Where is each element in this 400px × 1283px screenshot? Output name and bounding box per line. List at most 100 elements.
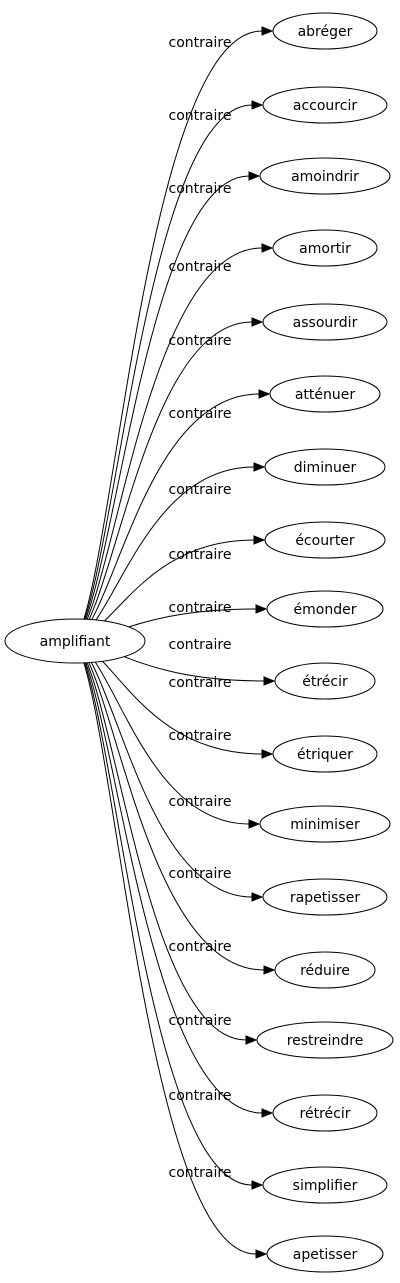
edge-arrowhead-3 [248,171,261,181]
edge-label-9: contraire [169,600,232,616]
target-node-ellipse [259,805,391,843]
edge-1 [74,30,263,642]
edge-16 [74,640,263,1114]
edge-arrowhead-4 [261,243,274,253]
target-node-ellipse [264,521,386,559]
target-node-ellipse [274,951,376,989]
edge-arrowhead-9 [255,604,268,614]
edge-arrowhead-13 [251,892,264,902]
edge-arrowhead-6 [258,389,271,399]
target-node-label: émonder [294,602,357,618]
target-node-9[interactable]: émonder [266,590,384,628]
edge-arrowhead-11 [261,749,274,759]
edge-label-16: contraire [169,1013,232,1029]
target-node-label: rapetisser [290,890,360,906]
target-node-label: réduire [300,963,350,979]
target-node-ellipse [264,448,386,486]
edge-arrowhead-14 [263,965,276,975]
target-node-ellipse [262,1166,388,1204]
target-node-5[interactable]: assourdir [262,303,388,341]
edge-5 [74,321,253,642]
edge-label-5: contraire [169,333,232,349]
target-node-label: étrécir [302,674,348,690]
target-node-ellipse [256,1021,394,1059]
edge-label-13: contraire [169,794,232,810]
target-node-4[interactable]: amortir [272,229,378,267]
target-node-18[interactable]: apetisser [266,1235,384,1273]
target-node-ellipse [272,1094,378,1132]
target-node-2[interactable]: accourcir [262,86,388,124]
target-node-8[interactable]: écourter [264,521,386,559]
target-node-16[interactable]: rétrécir [272,1094,378,1132]
source-node-ellipse [4,618,146,664]
edge-arrowhead-12 [248,819,261,829]
edge-label-3: contraire [169,181,232,197]
target-node-1[interactable]: abréger [272,12,378,50]
source-node-label: amplifiant [40,634,111,650]
target-node-ellipse [274,662,376,700]
edge-2 [74,104,253,642]
edge-14 [74,640,265,971]
target-node-label: apetisser [293,1247,358,1263]
edge-label-10: contraire [169,637,232,653]
edge-label-15: contraire [169,939,232,955]
target-node-17[interactable]: simplifier [262,1166,388,1204]
target-node-ellipse [272,229,378,267]
edge-label-18: contraire [169,1165,232,1181]
target-node-label: simplifier [293,1178,358,1194]
edge-label-2: contraire [169,108,232,124]
target-node-13[interactable]: rapetisser [262,878,388,916]
target-node-label: étriquer [297,747,353,763]
target-node-ellipse [269,375,381,413]
edge-4 [74,247,263,642]
target-node-ellipse [262,303,388,341]
edge-15 [74,640,247,1041]
target-node-ellipse [266,590,384,628]
target-node-ellipse [259,157,391,195]
nodes-layer: amplifiant abréger accourcir amoindrir amor… [4,12,394,1273]
edge-arrowhead-2 [251,100,264,110]
target-node-15[interactable]: restreindre [256,1021,394,1059]
target-node-label: atténuer [295,387,356,403]
target-node-label: écourter [295,533,355,549]
edge-arrowhead-18 [255,1249,268,1259]
edge-label-17: contraire [169,1088,232,1104]
target-node-11[interactable]: étriquer [272,735,378,773]
target-node-ellipse [262,878,388,916]
target-node-label: assourdir [293,315,358,331]
target-node-label: diminuer [294,460,357,476]
edge-arrowhead-16 [261,1108,274,1118]
target-node-12[interactable]: minimiser [259,805,391,843]
edge-17 [74,640,253,1186]
edge-label-4: contraire [169,259,232,275]
target-node-label: amortir [299,241,351,257]
edge-label-11: contraire [169,675,232,691]
target-node-ellipse [272,12,378,50]
source-node[interactable]: amplifiant [4,618,146,664]
edge-arrowhead-15 [245,1035,258,1045]
edge-label-7: contraire [169,482,232,498]
target-node-label: amoindrir [291,169,359,185]
edge-label-1: contraire [169,35,232,51]
edge-arrowhead-8 [253,535,266,545]
edge-label-14: contraire [169,866,232,882]
target-node-6[interactable]: atténuer [269,375,381,413]
edge-arrowhead-7 [253,462,266,472]
target-node-ellipse [272,735,378,773]
edge-arrowhead-17 [251,1180,264,1190]
target-node-label: accourcir [293,98,357,114]
target-node-label: restreindre [287,1033,364,1049]
edge-labels-layer: contraire contraire contraire contraire cont… [169,35,232,1181]
target-node-14[interactable]: réduire [274,951,376,989]
target-node-10[interactable]: étrécir [274,662,376,700]
edge-arrowhead-1 [261,26,274,36]
target-node-3[interactable]: amoindrir [259,157,391,195]
edge-3 [74,175,250,642]
edge-label-6: contraire [169,406,232,422]
target-node-label: rétrécir [300,1106,351,1122]
target-node-label: minimiser [290,817,360,833]
target-node-7[interactable]: diminuer [264,448,386,486]
edge-18 [74,640,257,1255]
edge-label-8: contraire [169,547,232,563]
